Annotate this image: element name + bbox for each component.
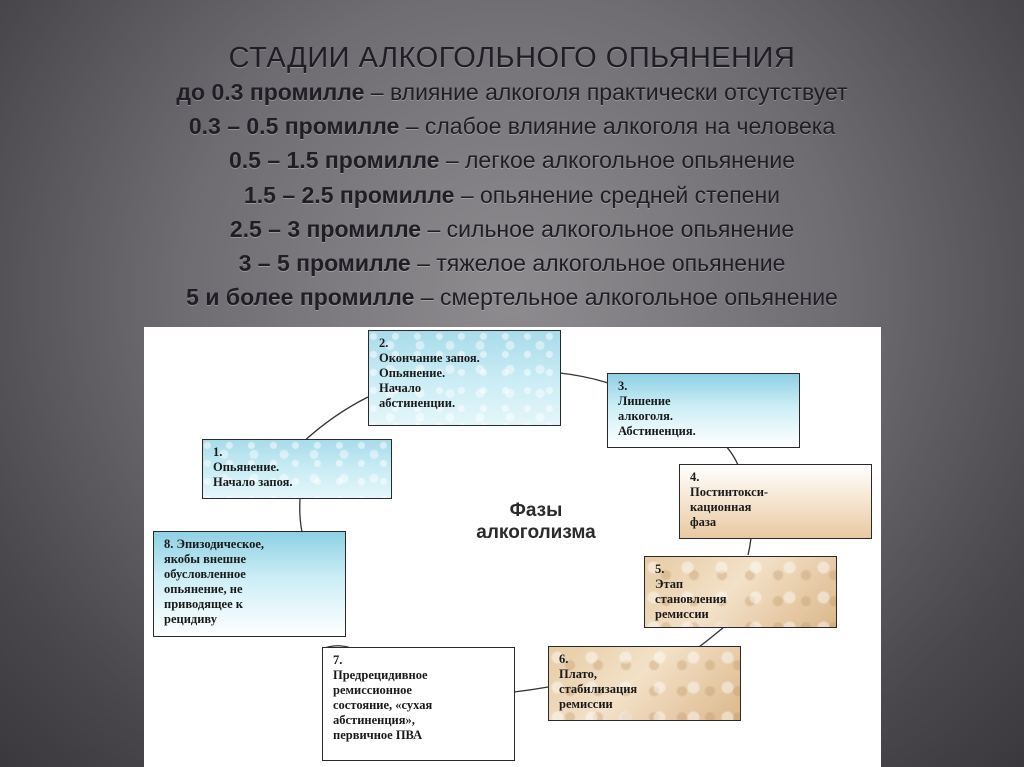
stage-row: 3 – 5 промилле – тяжелое алкогольное опь… xyxy=(60,246,964,280)
stage-range: 2.5 – 3 промилле xyxy=(229,215,422,242)
phase-text-line: Опьянение. xyxy=(213,460,280,474)
stage-range: до 0.3 промилле xyxy=(176,79,365,105)
stage-row: 0.5 – 1.5 промилле – легкое алкогольное … xyxy=(60,143,964,177)
phase-text-line: становления xyxy=(655,592,727,606)
stage-description: тяжелое алкогольное опьянение xyxy=(436,250,786,277)
phase-text-line: фаза xyxy=(690,515,717,529)
stage-range: 0.5 – 1.5 промилле xyxy=(228,147,440,174)
diagram-center-label: Фазы алкоголизма xyxy=(476,500,596,543)
phase-text-line: Предрецидивное xyxy=(333,668,428,682)
stage-range: 5 и более промилле xyxy=(186,284,415,311)
phase-text-line: 8. Эпизодическое, xyxy=(164,537,265,551)
stage-dash: – xyxy=(364,79,390,105)
phase-text-line: приводящее к xyxy=(164,597,243,611)
phase-text-line: первичное ПВА xyxy=(333,728,423,742)
stage-list: до 0.3 промилле – влияние алкоголя практ… xyxy=(60,75,964,314)
phase-text-line: 5. xyxy=(655,562,665,576)
phase-text-line: опьянение, не xyxy=(164,582,243,596)
connector-5-6 xyxy=(698,626,725,648)
stage-row: 1.5 – 2.5 промилле – опьянение средней с… xyxy=(60,178,964,212)
stage-range: 3 – 5 промилле xyxy=(238,250,411,277)
phase-text-line: абстиненция», xyxy=(333,713,415,727)
phase-text-line: Плато, xyxy=(559,667,598,681)
phase-text-line: ремиссионное xyxy=(333,683,412,697)
phase-text-line: Начало запоя. xyxy=(213,475,293,489)
stage-description: влияние алкоголя практически отсутствует xyxy=(389,79,848,105)
phase-text-line: Этап xyxy=(655,577,684,591)
connector-1-2 xyxy=(300,396,369,445)
phase-text-line: алкоголя. xyxy=(618,409,674,423)
stage-row: до 0.3 промилле – влияние алкоголя практ… xyxy=(60,75,964,109)
stage-range: 0.3 – 0.5 промилле xyxy=(188,113,400,140)
stage-description: легкое алкогольное опьянение xyxy=(465,147,796,174)
diagram-panel: Фазы алкоголизма 1.Опьянение.Начало запо… xyxy=(144,327,881,767)
connector-4-5 xyxy=(747,537,752,556)
phase-text-line: ремиссии xyxy=(559,697,613,711)
phase-text-line: 3. xyxy=(618,379,628,393)
phase-text-line: Постинтокси- xyxy=(690,485,769,499)
phase-text-line: 7. xyxy=(333,653,343,667)
stage-dash: – xyxy=(414,284,440,311)
stage-description: сильное алкогольное опьянение xyxy=(446,215,795,242)
connector-8-1 xyxy=(299,498,303,533)
slide-heading: СТАДИИ АЛКОГОЛЬНОГО ОПЬЯНЕНИЯ до 0.3 про… xyxy=(60,40,964,314)
stage-dash: – xyxy=(439,147,466,174)
phase-text-line: Окончание запоя. xyxy=(379,351,480,365)
stage-row: 0.3 – 0.5 промилле – слабое влияние алко… xyxy=(60,109,964,143)
stage-row: 5 и более промилле – смертельное алкогол… xyxy=(60,280,964,314)
phase-text-line: Опьянение. xyxy=(379,366,446,380)
connector-2-3 xyxy=(559,372,609,384)
phase-text-line: 1. xyxy=(213,445,223,459)
phase-text-line: ремиссии xyxy=(655,607,709,621)
stage-row: 2.5 – 3 промилле – сильное алкогольное о… xyxy=(60,212,964,246)
phase-box-1: 1.Опьянение.Начало запоя. xyxy=(202,439,392,499)
phase-text-line: 2. xyxy=(379,336,389,350)
stage-range: 1.5 – 2.5 промилле xyxy=(243,181,455,208)
phase-text-line: обусловленное xyxy=(164,567,246,581)
stage-dash: – xyxy=(399,113,425,140)
phase-text-line: Лишение xyxy=(618,394,671,408)
phase-text-line: абстиненции. xyxy=(379,396,456,410)
phase-text-line: якобы внешне xyxy=(164,552,246,566)
stage-description: слабое влияние алкоголя на человека xyxy=(424,113,836,140)
phase-text-line: рецидиву xyxy=(164,612,218,626)
stage-description: опьянение средней степени xyxy=(480,181,781,208)
phase-text-line: 6. xyxy=(559,652,569,666)
phase-text-line: стабилизация xyxy=(559,682,638,696)
phase-text-line: Абстиненция. xyxy=(618,424,696,438)
connector-6-7 xyxy=(513,686,549,693)
slide-title: СТАДИИ АЛКОГОЛЬНОГО ОПЬЯНЕНИЯ xyxy=(228,42,796,74)
phase-text-line: состояние, «сухая xyxy=(333,698,433,712)
phase-text-line: Начало xyxy=(379,381,422,395)
stage-dash: – xyxy=(421,215,447,242)
stage-dash: – xyxy=(454,181,481,208)
phase-text-line: кационная xyxy=(690,500,752,514)
stage-description: смертельное алкогольное опьянение xyxy=(439,284,838,311)
phase-text-line: 4. xyxy=(690,470,700,484)
stage-dash: – xyxy=(410,250,437,277)
